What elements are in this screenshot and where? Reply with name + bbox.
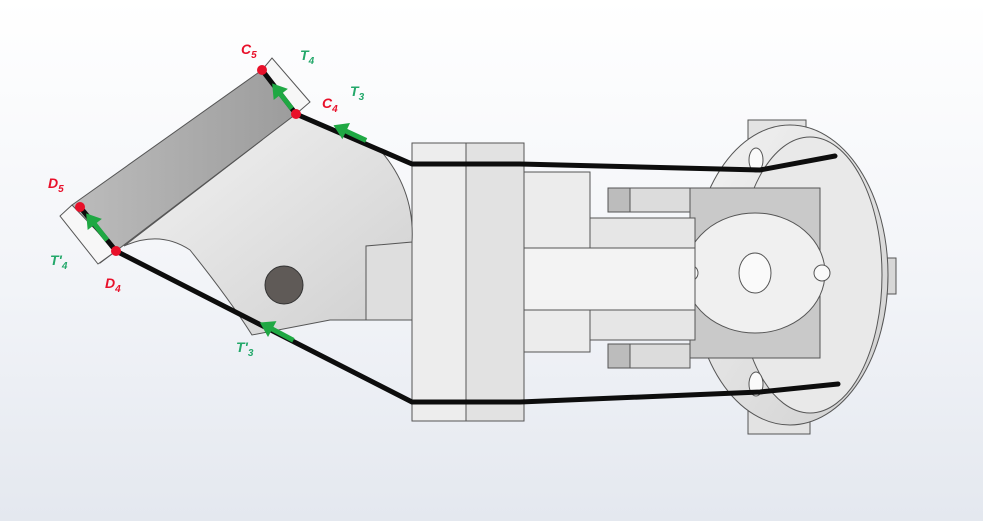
center-flange [411, 142, 525, 422]
side-hole-right [813, 264, 831, 282]
green-arrow-icon-T4prime [86, 213, 110, 242]
label-D4: D4 [105, 275, 121, 295]
label-C5: C5 [241, 41, 257, 61]
label-T4prime: T'4 [50, 252, 68, 272]
flange-right [465, 142, 525, 422]
lower-prong-face [607, 343, 631, 369]
red-dot-icon-D4 [111, 246, 121, 256]
labels: C5 C4 D5 D4 T4 T3 T'4 T'3 [48, 41, 365, 359]
green-arrow-icon-T3prime [259, 321, 295, 343]
tension-arrows [86, 83, 368, 343]
rear-housing [607, 119, 897, 435]
shaft-gap [519, 247, 696, 311]
pivot-pin [264, 265, 304, 305]
green-arrow-icon-T3 [333, 122, 368, 143]
label-C4: C4 [322, 95, 338, 115]
red-dot-icon-C5 [257, 65, 267, 75]
joint-points [75, 65, 301, 256]
connecting-shaft [365, 171, 696, 353]
upper-prong-face [607, 187, 631, 213]
red-dot-icon-C4 [291, 109, 301, 119]
green-arrow-icon-T4 [272, 83, 294, 111]
hub-stub [365, 239, 417, 321]
lower-cable [77, 204, 841, 405]
rotating-link [59, 57, 413, 336]
center-hole [738, 252, 772, 294]
flange-left [411, 142, 471, 422]
red-dot-icon-D5 [75, 202, 85, 212]
label-T4: T4 [300, 47, 315, 67]
label-T3: T3 [350, 83, 365, 103]
label-D5: D5 [48, 175, 64, 195]
label-T3prime: T'3 [236, 339, 254, 359]
